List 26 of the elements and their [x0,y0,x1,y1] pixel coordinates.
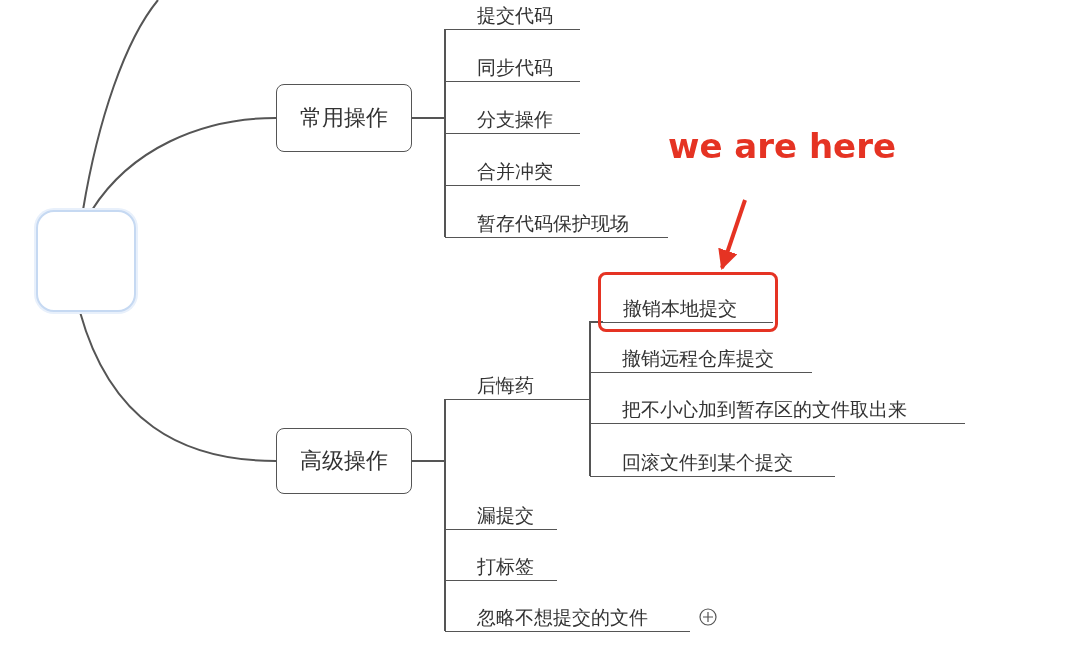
connector-line [411,117,446,238]
branch-box: 常用操作 [276,84,412,152]
connector-line [411,460,446,632]
connector-line [589,397,591,477]
branch-label: 漏提交 [445,502,557,530]
connector-line [79,311,277,462]
branch-label: 同步代码 [445,54,580,82]
branch-label: 提交代码 [445,2,580,30]
branch-label: 忽略不想提交的文件 [445,604,690,632]
branch-label: 撤销远程仓库提交 [590,345,812,373]
branch-label: 回滚文件到某个提交 [590,449,835,477]
branch-label: 打标签 [445,553,557,581]
topic-box [36,210,136,312]
connector-line [589,371,591,399]
branch-box: 高级操作 [276,428,412,494]
arrow [718,199,747,270]
branch-label: 后悔药 [445,372,590,400]
highlight-box [598,272,778,332]
connector-line [82,0,159,211]
annotation-text: we are here [668,126,898,170]
branch-label: 合并冲突 [445,158,580,186]
branch-label: 把不小心加到暂存区的文件取出来 [590,396,965,424]
connector-line [91,117,277,211]
branch-label: 分支操作 [445,106,580,134]
branch-label: 暂存代码保护现场 [445,210,668,238]
branch-label: 撤销本地提交 [603,295,773,323]
